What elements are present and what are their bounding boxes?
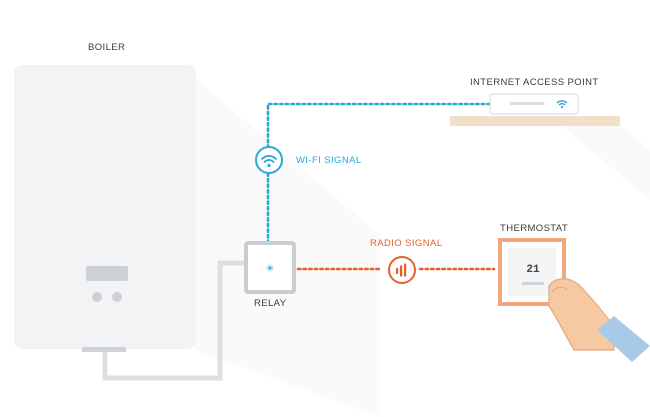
relay-label: RELAY bbox=[254, 298, 287, 309]
relay-led-core bbox=[268, 266, 272, 270]
thermostat-display: 21 bbox=[526, 264, 540, 276]
boiler-knob-left bbox=[92, 292, 102, 302]
wifi-signal-label: WI-FI SIGNAL bbox=[296, 155, 362, 166]
thermostat-label: THERMOSTAT bbox=[500, 223, 569, 234]
shelf-shadow bbox=[560, 125, 650, 200]
relay bbox=[244, 241, 296, 294]
boiler-label: BOILER bbox=[88, 42, 126, 53]
thermostat-face bbox=[508, 248, 556, 296]
boiler bbox=[14, 65, 196, 352]
internet-access-point-label: INTERNET ACCESS POINT bbox=[470, 77, 599, 88]
router-slot bbox=[510, 102, 544, 105]
thermostat: 21 bbox=[498, 238, 566, 306]
boiler-knob-right bbox=[112, 292, 122, 302]
radio-signal-label: RADIO SIGNAL bbox=[370, 238, 443, 249]
radio-signal-icon bbox=[388, 256, 416, 284]
relay-boiler-cable bbox=[102, 260, 246, 381]
wifi-signal-line bbox=[266, 102, 492, 245]
router-wifi-icon bbox=[556, 100, 568, 109]
boiler-display bbox=[86, 266, 128, 281]
boiler-body bbox=[14, 65, 196, 349]
hand-icon bbox=[548, 278, 650, 362]
thermostat-bar bbox=[522, 282, 544, 285]
shelf bbox=[450, 116, 620, 126]
boiler-outlet bbox=[82, 347, 126, 352]
wifi-icon bbox=[255, 146, 283, 174]
internet-access-point bbox=[450, 93, 620, 126]
